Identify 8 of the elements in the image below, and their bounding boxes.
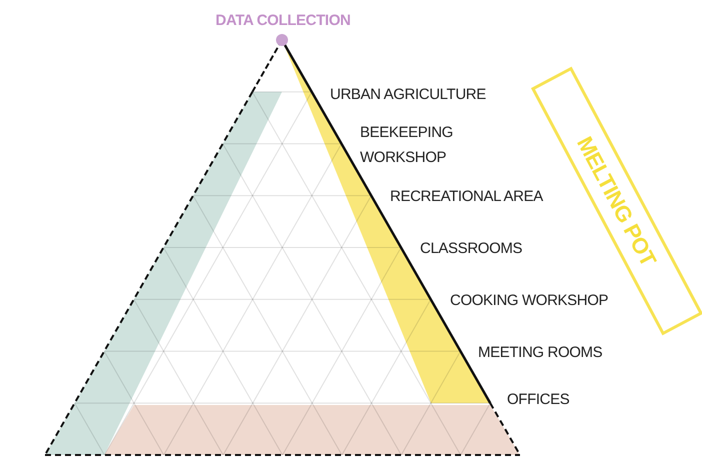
area-label: BEEKEEPING WORKSHOP	[360, 123, 454, 168]
area-label: URBAN AGRICULTURE	[330, 85, 487, 105]
area-label: RECREATIONAL AREA	[390, 187, 544, 207]
heading-label: DATA COLLECTION	[214, 11, 352, 31]
area-label: MEETING ROOMS	[478, 343, 604, 363]
area-label: COOKING WORKSHOP	[450, 291, 610, 311]
area-label: CLASSROOMS	[420, 239, 524, 259]
area-label: OFFICES	[507, 390, 570, 410]
